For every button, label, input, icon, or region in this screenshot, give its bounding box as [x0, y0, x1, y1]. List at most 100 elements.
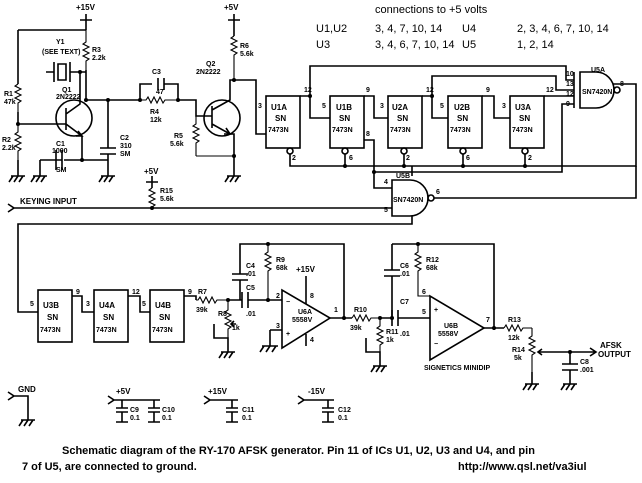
u1a-pin-clr: 2: [292, 155, 296, 162]
u4b-pin-5: 5: [142, 301, 146, 308]
legend-m15: -15V: [308, 387, 326, 396]
row2-ic-left: U3: [316, 39, 330, 51]
c1-value: 1000: [52, 148, 68, 155]
r5-name: R5: [174, 133, 183, 140]
u4b-sn: SN: [159, 313, 170, 322]
u5a-pin-8: 8: [620, 81, 624, 88]
row1-pins-right: 2, 3, 4, 6, 7, 10, 14: [517, 23, 609, 35]
r1-name: R1: [4, 91, 13, 98]
u5b-pin-5: 5: [384, 207, 388, 214]
q2-stage: +5V R6 5.6k Q2 2N2222 R5 5.6k: [170, 3, 266, 183]
u6a-pin-4: 4: [310, 337, 314, 344]
u1a-box: [265, 95, 301, 149]
u3a-part: 7473N: [512, 127, 533, 134]
afsk-label: AFSK: [600, 341, 622, 350]
r15-value: 5.6k: [160, 196, 174, 203]
c12-value: 0.1: [338, 415, 348, 422]
u5a-pin-9: 9: [566, 101, 570, 108]
c6-value: .01: [400, 271, 410, 278]
signetics-label: SIGNETICS MINIDIP: [424, 365, 490, 372]
r13-name: R13: [508, 317, 521, 324]
r15-name: R15: [160, 188, 173, 195]
c5-value: .01: [246, 311, 256, 318]
row2-pins-left: 3, 4, 6, 7, 10, 14: [375, 39, 455, 51]
u2a-pin-in: 3: [380, 103, 384, 110]
u6b-pin-7: 7: [486, 317, 490, 324]
r4-name: R4: [150, 109, 159, 116]
u6a-minus: −: [286, 299, 290, 306]
u1a-part: 7473N: [268, 127, 289, 134]
r7-name: R7: [198, 289, 207, 296]
c9-name: C9: [130, 407, 139, 414]
r14-name: R14: [512, 347, 525, 354]
gnd-label: GND: [18, 385, 36, 394]
keying-label: KEYING INPUT: [20, 197, 77, 206]
u6b-opamp: [429, 294, 486, 362]
u6a-pin-2: 2: [276, 293, 280, 300]
u2b-sn: SN: [457, 114, 468, 123]
c3-value: 47: [156, 89, 164, 96]
c8-name: C8: [580, 359, 589, 366]
u6b-pin-5: 5: [422, 309, 426, 316]
u4b-box: [149, 289, 185, 343]
r11-value: 1k: [386, 337, 394, 344]
legend-p5: +5V: [116, 387, 131, 396]
r7-value: 39k: [196, 307, 208, 314]
u3b-pin-5: 5: [30, 301, 34, 308]
u5a-pin-13: 13: [566, 81, 574, 88]
u1b-sn: SN: [339, 114, 350, 123]
row2-ic-right: U5: [462, 39, 476, 51]
q2-type: 2N2222: [196, 69, 221, 76]
r9-value: 68k: [276, 265, 288, 272]
u5b-pin-6: 6: [436, 189, 440, 196]
u6a-pin-3: 3: [276, 323, 280, 330]
r8-name: R8: [218, 311, 227, 318]
r10-value: 39k: [350, 325, 362, 332]
c5-name: C5: [246, 285, 255, 292]
u6a-name: U6A: [298, 309, 312, 316]
u5b-name: U5B: [396, 173, 410, 180]
u5a-pin-12: 12: [566, 91, 574, 98]
u1a-pin-in: 3: [258, 103, 262, 110]
row1-ic-right: U4: [462, 23, 476, 35]
c10-name: C10: [162, 407, 175, 414]
u2b-pin-clr: 6: [466, 155, 470, 162]
r14-value: 5k: [514, 355, 522, 362]
u1b-pin-q: 9: [366, 87, 370, 94]
supply-p5-r15: +5V: [144, 167, 159, 176]
u6b-plus: +: [434, 307, 438, 314]
row1-ic-left: U1,U2: [316, 23, 347, 35]
u1a-pin-q: 12: [304, 87, 312, 94]
u6b-part: 5558V: [438, 331, 459, 338]
u3a-pin-q: 12: [546, 87, 554, 94]
u2b-pin-q: 9: [486, 87, 490, 94]
u3a-sn: SN: [519, 114, 530, 123]
c10-value: 0.1: [162, 415, 172, 422]
u2a-pin-clr: 2: [406, 155, 410, 162]
supply-p15-top: +15V: [76, 3, 96, 12]
connections-title: connections to +5 volts: [375, 4, 488, 16]
y1-note: (SEE TEXT): [42, 49, 81, 56]
u2b-name: U2B: [454, 103, 470, 112]
row2-pins-right: 1, 2, 14: [517, 39, 554, 51]
q1-type: 2N2222: [56, 94, 81, 101]
u6a-part: 5558V: [292, 317, 313, 324]
c8-value: .001: [580, 367, 594, 374]
u1b-pin-clr: 6: [349, 155, 353, 162]
u5a-part: SN7420N: [582, 89, 612, 96]
u3a-pin-in: 3: [502, 103, 506, 110]
u5a-name: U5A: [591, 67, 605, 74]
r1-value: 47k: [4, 99, 16, 106]
row1-pins-left: 3, 4, 7, 10, 14: [375, 23, 442, 35]
u6b-pin-6: 6: [422, 289, 426, 296]
r13-value: 12k: [508, 335, 520, 342]
u2a-sn: SN: [397, 114, 408, 123]
u3b-part: 7473N: [40, 327, 61, 334]
u1b-name: U1B: [336, 103, 352, 112]
r6-name: R6: [240, 43, 249, 50]
source-url: http://www.qsl.net/va3iul: [458, 461, 587, 473]
supply-p5-top: +5V: [224, 3, 239, 12]
c3-name: C3: [152, 69, 161, 76]
u6b-name: U6B: [444, 323, 458, 330]
u3a-name: U3A: [515, 103, 531, 112]
